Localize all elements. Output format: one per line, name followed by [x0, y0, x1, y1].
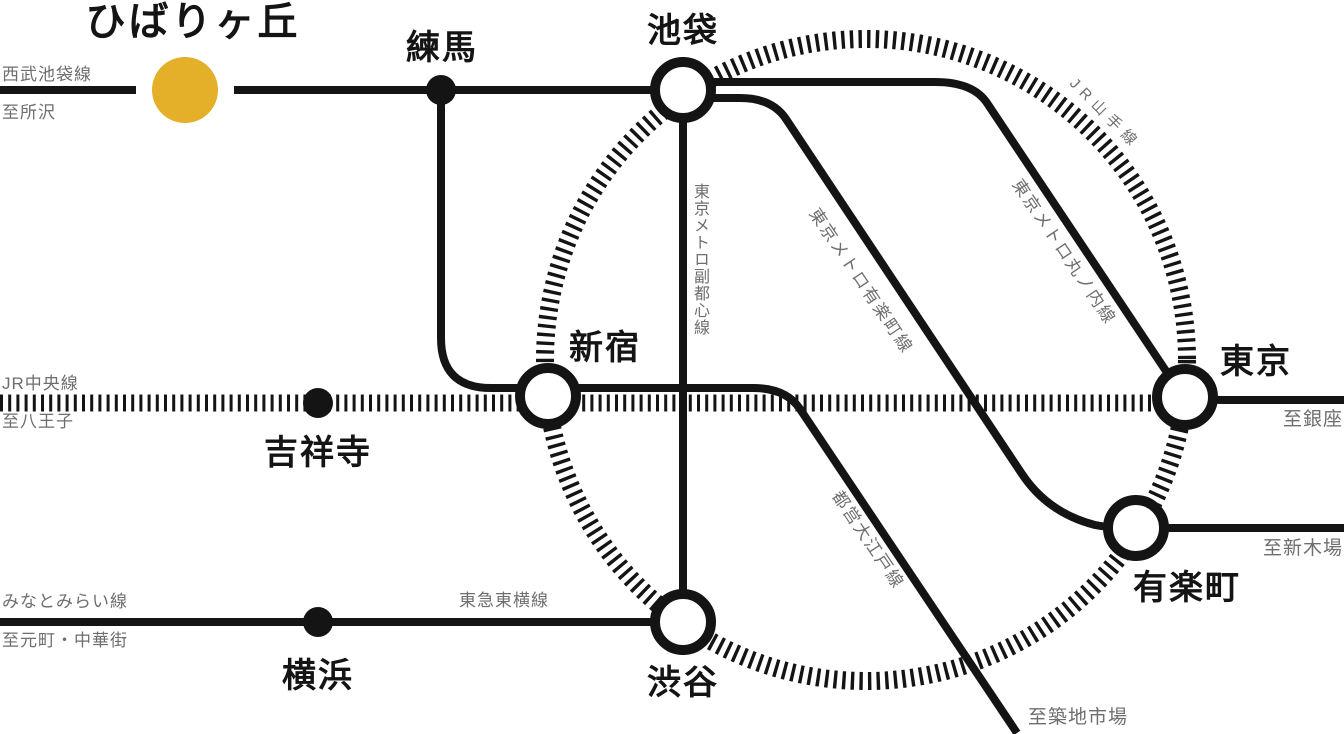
station-marker-yurakucho	[1103, 495, 1169, 561]
station-label-shibuya: 渋谷	[647, 664, 719, 702]
destination-label-ginza: 至銀座	[1282, 409, 1343, 430]
station-marker-hibarigaoka	[152, 57, 218, 123]
station-label-shinjuku: 新宿	[569, 329, 641, 367]
jr-yamanote-loop-line	[536, 30, 1196, 690]
destination-label-tokorozawa: 至所沢	[2, 103, 56, 122]
station-marker-kichijoji	[303, 388, 333, 418]
station-marker-yokohama	[303, 607, 333, 637]
station-label-yokohama: 横浜	[282, 657, 354, 695]
destination-label-shinkiba: 至新木場	[1262, 538, 1343, 559]
station-label-nerima: 練馬	[406, 29, 478, 67]
station-label-yurakucho: 有楽町	[1133, 569, 1241, 607]
line-label-seibu-ikebukuro: 西武池袋線	[2, 65, 92, 84]
toei-oedo-line	[437, 92, 1021, 734]
station-marker-nerima	[426, 75, 456, 105]
station-label-tokyo: 東京	[1220, 343, 1292, 381]
line-label-jr-chuo: JR中央線	[2, 374, 79, 393]
station-marker-ikebukuro	[650, 57, 716, 123]
station-label-kichijoji: 吉祥寺	[264, 434, 372, 472]
line-label-tokyo-metro-fukutoshin: 東京メトロ副都心線	[691, 183, 708, 336]
station-marker-shinjuku	[515, 363, 581, 429]
line-label-tokyu-toyoko: 東急東横線	[459, 591, 549, 610]
tokyo-metro-yurakucho-line	[683, 94, 1344, 532]
station-marker-tokyo	[1152, 364, 1218, 430]
station-marker-shibuya	[650, 589, 716, 655]
destination-label-tsukiji-shijo: 至築地市場	[1028, 707, 1129, 728]
destination-label-motomachi-chukagai: 至元町・中華街	[2, 631, 128, 650]
station-label-hibarigaoka: ひばりヶ丘	[85, 0, 301, 44]
line-label-minatomirai: みなとみらい線	[2, 592, 128, 611]
destination-label-hachioji: 至八王子	[2, 412, 74, 431]
station-label-ikebukuro: 池袋	[647, 12, 719, 50]
